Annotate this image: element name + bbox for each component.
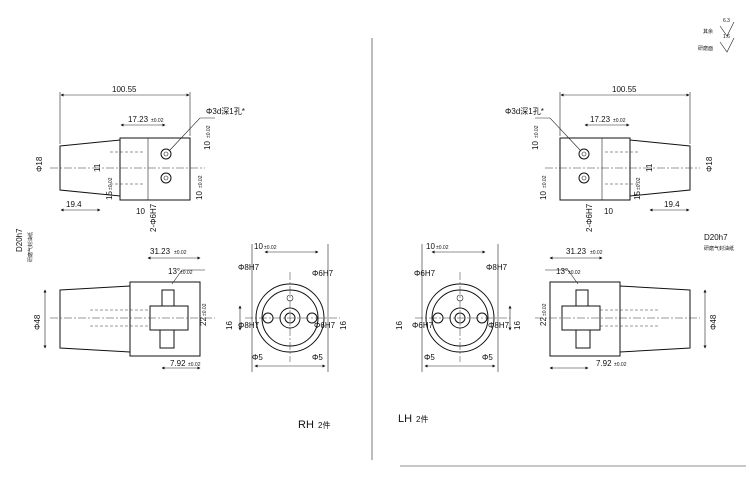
rh-tol-10-v: ±0.02 bbox=[206, 125, 212, 138]
lh-dim-31-23: 31.23 bbox=[566, 247, 587, 256]
lh-side-h6h7-mid: Φ6H7 bbox=[412, 321, 434, 330]
rh-side-h6h7-top: Φ6H7 bbox=[312, 269, 334, 278]
lh-side-h6h7-top: Φ6H7 bbox=[414, 269, 436, 278]
lh-part-label: LH bbox=[398, 413, 412, 425]
rh-quantity: 2件 bbox=[318, 420, 330, 430]
lh-dim-22: 22 bbox=[539, 317, 548, 326]
lh-dim-11: 11 bbox=[645, 163, 654, 172]
lh-tol-10-v: ±0.02 bbox=[534, 125, 540, 138]
lh-top-view bbox=[535, 92, 700, 212]
rh-dim-7-92: 7.92 bbox=[170, 359, 186, 368]
rh-side-h6h7-mid: Φ6H7 bbox=[314, 321, 336, 330]
rh-side-dim-10: 10 bbox=[254, 242, 263, 251]
rh-side-h8h7: Φ8H7 bbox=[238, 263, 260, 272]
rh-dim-11: 11 bbox=[93, 163, 102, 172]
roughness-label-2: 研磨面 bbox=[698, 45, 713, 52]
rh-dim-31-23: 31.23 bbox=[150, 247, 171, 256]
roughness-value-1: 6.3 bbox=[723, 18, 730, 24]
rh-dim-10-bottom: 10 bbox=[136, 207, 145, 216]
lh-tol-31-23: ±0.02 bbox=[590, 250, 603, 256]
lh-dia-48: Φ48 bbox=[709, 314, 718, 330]
lh-dim-10-v: 10 bbox=[531, 141, 540, 150]
rh-dia-48: Φ48 bbox=[33, 314, 42, 330]
lh-side-h8h7-mid: Φ8H7 bbox=[488, 321, 510, 330]
rh-dim-19-4: 19.4 bbox=[66, 200, 82, 209]
rh-dim-10-low: 10 bbox=[195, 191, 204, 200]
lh-tol-15: ±0.02 bbox=[636, 177, 642, 190]
rh-overall-length: 100.55 bbox=[112, 85, 137, 94]
lh-side-h8h7-top: Φ8H7 bbox=[486, 263, 508, 272]
lh-d20-label: D20h7 bbox=[704, 233, 728, 242]
roughness-value-2: 1.6 bbox=[723, 34, 730, 40]
rh-dim-22: 22 bbox=[199, 317, 208, 326]
lh-d20-note: 研磨气封油纸 bbox=[704, 245, 734, 252]
lh-dim-17-23: 17.23 bbox=[590, 115, 611, 124]
rh-holes-6h7: 2-Φ6H7 bbox=[149, 203, 158, 232]
lh-dim-19-4: 19.4 bbox=[664, 200, 680, 209]
rh-d20-note: 研磨气封油纸 bbox=[27, 232, 34, 262]
rh-top-view bbox=[50, 92, 215, 212]
lh-dim-10-bottom: 10 bbox=[604, 207, 613, 216]
rh-dia-18: Φ18 bbox=[35, 156, 44, 172]
rh-tol-31-23: ±0.02 bbox=[174, 250, 187, 256]
lh-side-dim-16-right: 16 bbox=[513, 321, 522, 330]
lh-dim-10-low: 10 bbox=[539, 191, 548, 200]
lh-tol-angle: ±0.02 bbox=[568, 270, 581, 276]
lh-side-d5-left: Φ5 bbox=[424, 353, 435, 362]
rh-side-d5-left: Φ5 bbox=[252, 353, 263, 362]
rh-side-dim-16-left: 16 bbox=[225, 321, 234, 330]
lh-side-tol-10: ±0.02 bbox=[436, 245, 449, 251]
rh-tol-7-92: ±0.02 bbox=[188, 362, 201, 368]
lh-side-dim-10: 10 bbox=[426, 242, 435, 251]
surface-finish-legend: 6.3 其余 1.6 研磨面 bbox=[698, 18, 735, 53]
lh-holes-6h7: 2-Φ6H7 bbox=[585, 203, 594, 232]
lh-quantity: 2件 bbox=[416, 414, 428, 424]
lh-overall-length: 100.55 bbox=[612, 85, 637, 94]
rh-dim-10-v: 10 bbox=[203, 141, 212, 150]
lh-tol-22: ±0.02 bbox=[542, 303, 548, 316]
rh-side-d5-right: Φ5 bbox=[312, 353, 323, 362]
rh-part-label: RH bbox=[298, 419, 314, 431]
lh-side-view bbox=[415, 244, 512, 372]
lh-dim-7-92: 7.92 bbox=[596, 359, 612, 368]
rh-angle: 13° bbox=[168, 267, 180, 276]
lh-side-dim-16-left: 16 bbox=[395, 321, 404, 330]
roughness-symbol-icon bbox=[719, 21, 735, 37]
rh-d20-label: D20h7 bbox=[15, 228, 24, 252]
lh-tol-7-92: ±0.02 bbox=[614, 362, 627, 368]
lh-side-d5-right: Φ5 bbox=[482, 353, 493, 362]
rh-dim-15: 15 bbox=[105, 191, 114, 200]
rh-side-tol-10: ±0.02 bbox=[264, 245, 277, 251]
rh-tol-15: ±0.02 bbox=[108, 177, 114, 190]
rh-front-view bbox=[43, 256, 215, 370]
rh-dim-17-23: 17.23 bbox=[128, 115, 149, 124]
rh-tol-10-low: ±0.02 bbox=[198, 175, 204, 188]
lh-tol-17-23: ±0.02 bbox=[613, 118, 626, 124]
lh-tol-10-low: ±0.02 bbox=[542, 175, 548, 188]
rh-tol-angle: ±0.02 bbox=[180, 270, 193, 276]
roughness-symbol-icon bbox=[719, 37, 735, 53]
rh-tol-17-23: ±0.02 bbox=[151, 118, 164, 124]
rh-tol-22: ±0.02 bbox=[202, 303, 208, 316]
rh-side-dim-16-right: 16 bbox=[339, 321, 348, 330]
lh-dia-18: Φ18 bbox=[705, 156, 714, 172]
rh-side-h8h7-mid: Φ8H7 bbox=[238, 321, 260, 330]
lh-angle: 13° bbox=[556, 267, 568, 276]
rh-side-view bbox=[238, 244, 340, 372]
roughness-label-1: 其余 bbox=[703, 28, 713, 35]
lh-dim-15: 15 bbox=[633, 191, 642, 200]
lh-front-view bbox=[535, 256, 707, 370]
lh-hole-note: Φ3d深1孔* bbox=[505, 107, 544, 116]
rh-hole-note: Φ3d深1孔* bbox=[206, 107, 245, 116]
